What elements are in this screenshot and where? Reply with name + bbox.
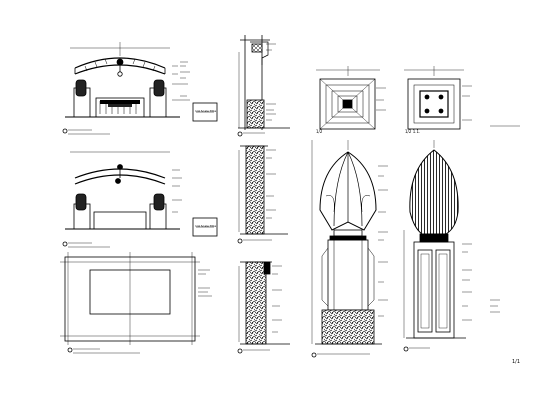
wall-elevation [60, 252, 212, 354]
gate-elevation-2 [62, 151, 218, 248]
page-number: 1/1 [512, 359, 521, 365]
cap-plan-1 [316, 66, 386, 130]
plan-2-label: 1/2 1.1. [405, 129, 421, 134]
gate-elevation-1 [62, 42, 218, 135]
scale-note-2: 1/4 Scale Title [195, 224, 217, 228]
cap-plan-2 [404, 66, 520, 130]
pillar-elevation-3 [311, 140, 388, 358]
scale-note-1: 1/4 Scale Title [195, 109, 217, 113]
column-section-bottom [237, 261, 290, 354]
plan-1-label: 1/2 [316, 129, 323, 134]
column-section-top [237, 35, 290, 137]
column-section-middle [237, 145, 288, 244]
pillar-elevation-4 [403, 140, 500, 352]
